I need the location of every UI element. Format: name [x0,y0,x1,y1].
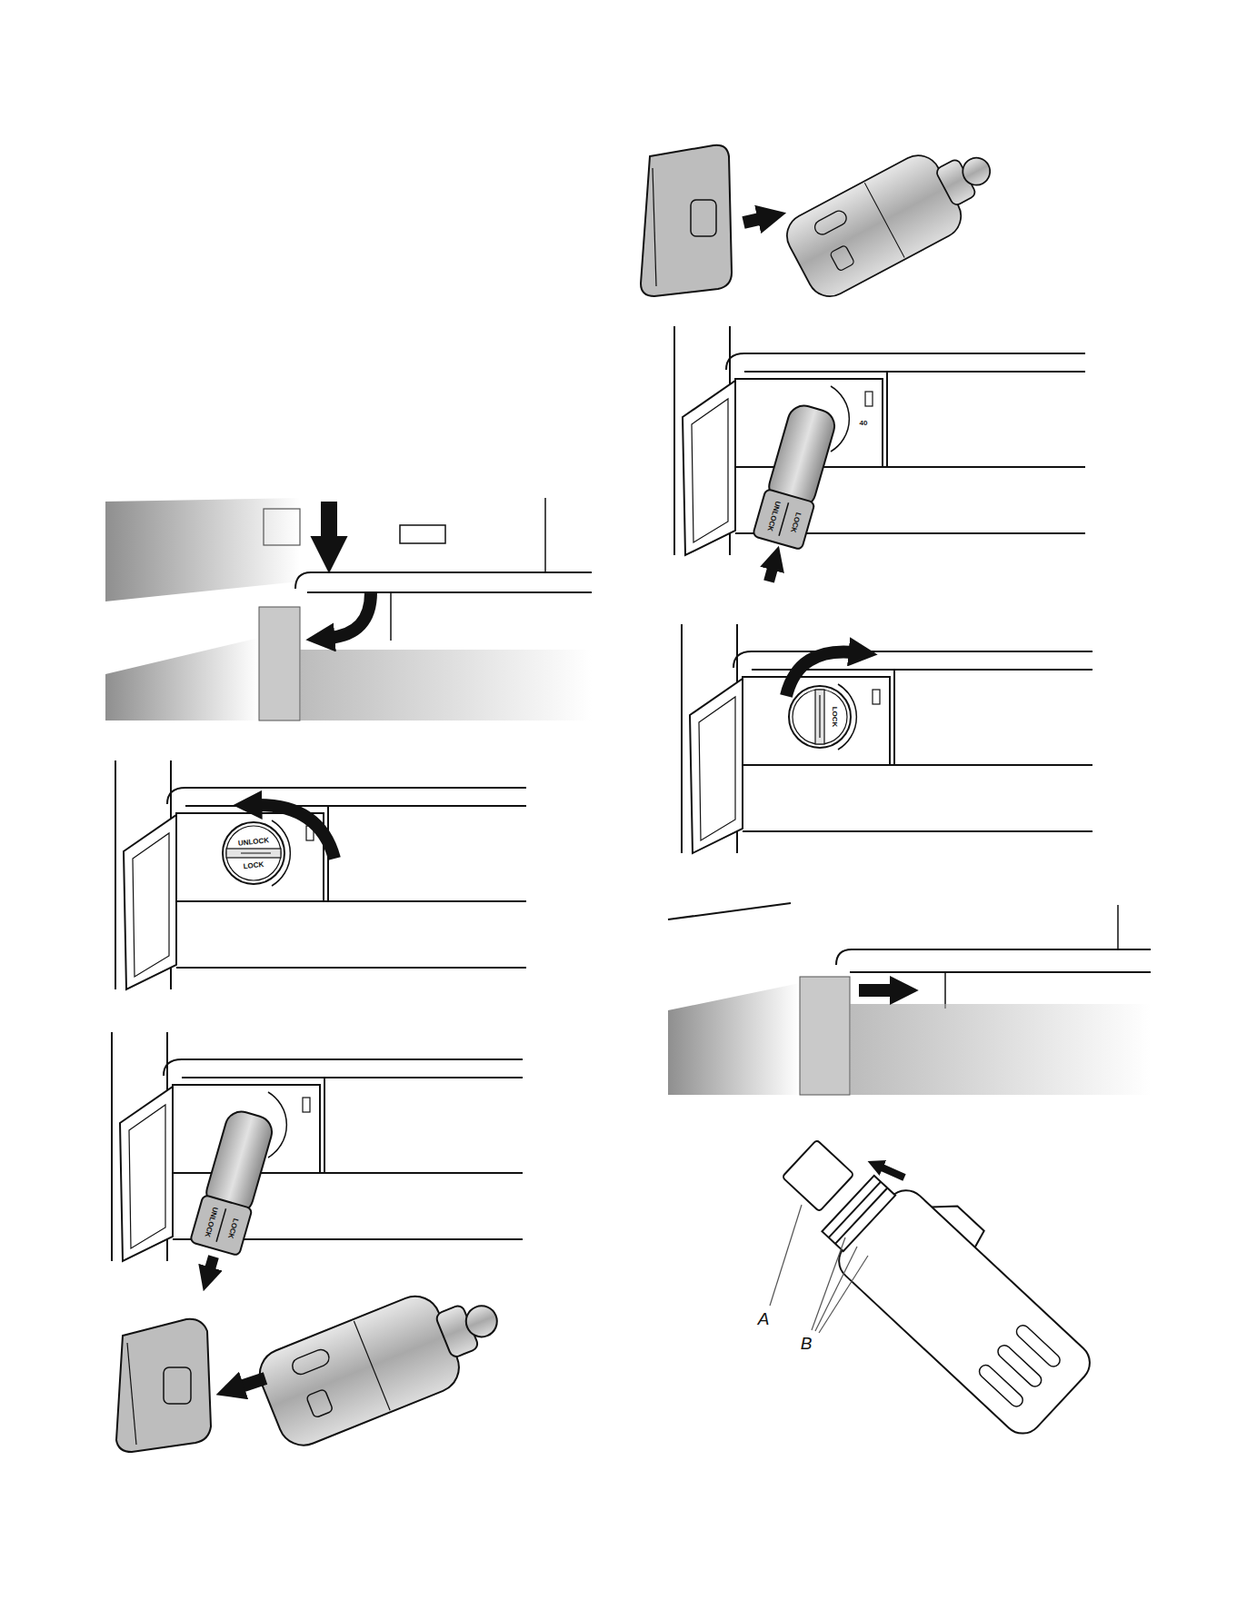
part-letter: A [758,1310,770,1328]
part-letter: B [800,1335,813,1353]
shelf-return-step [668,903,1151,1096]
filter-pull-step [111,1032,523,1273]
filter-insert-step [674,326,1086,582]
bottle-cap-step [769,1139,1111,1442]
shelf-lift-step [105,498,592,721]
cap-removal-step [116,1269,515,1454]
cap-attach-step [640,126,1009,305]
dial-unlock-step [115,760,527,990]
dial-text: LOCK [830,706,838,729]
scale-number: 40 [858,419,869,428]
dial-lock-step [681,624,1093,854]
